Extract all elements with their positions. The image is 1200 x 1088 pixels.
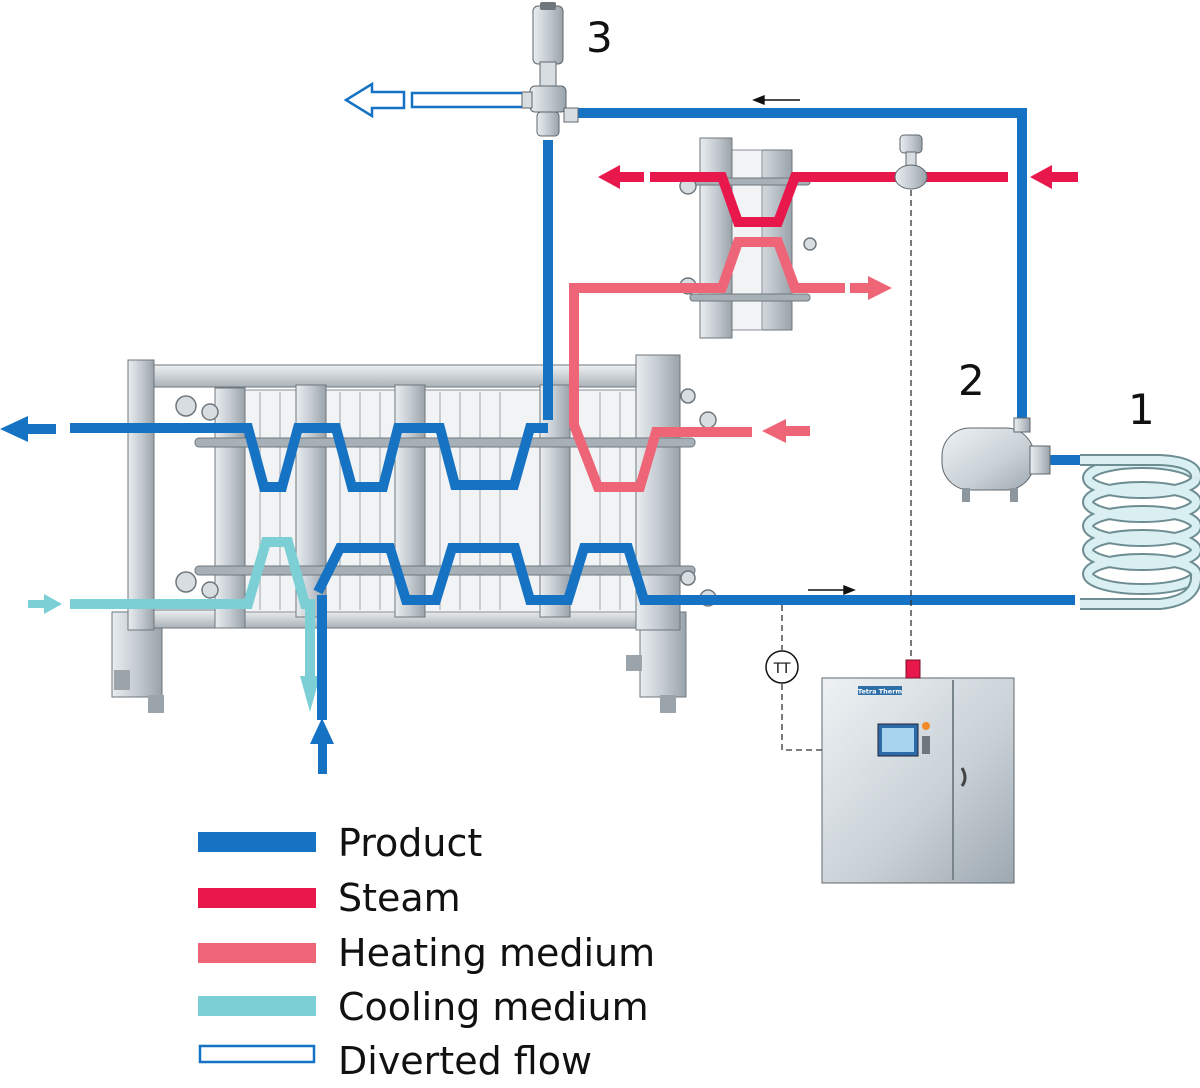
exchanger-front-plate bbox=[699, 137, 733, 339]
product-line-lower bbox=[313, 543, 1075, 605]
steam-line bbox=[650, 172, 896, 227]
pump-leg bbox=[1010, 488, 1018, 502]
valve-actuator bbox=[532, 5, 564, 65]
frame-foot bbox=[626, 655, 642, 671]
exchanger-tie-bar bbox=[689, 293, 811, 302]
heating-arrows bbox=[762, 276, 892, 443]
valve-port bbox=[521, 91, 533, 109]
divider-plate bbox=[539, 384, 571, 618]
legend-label-product: Product bbox=[338, 821, 482, 865]
hmi-screen-display bbox=[882, 728, 914, 752]
legend-item-product: Product bbox=[198, 821, 482, 865]
legend-label-diverted: Diverted flow bbox=[338, 1039, 592, 1083]
pump-motor bbox=[941, 427, 1035, 491]
frame-foot bbox=[114, 670, 130, 690]
diverted-flow-arrow bbox=[343, 81, 406, 119]
cabinet-body bbox=[821, 677, 1015, 884]
product-pump-outlet bbox=[570, 108, 1027, 420]
legend-item-diverted: Diverted flow bbox=[198, 1039, 592, 1083]
frame-bolts bbox=[175, 388, 717, 607]
valve-actuator-cap bbox=[540, 2, 556, 10]
cabinet-beacon bbox=[905, 659, 921, 679]
legend-swatch-steam bbox=[198, 888, 316, 908]
product-line-upper bbox=[70, 423, 548, 492]
main-plate-heat-exchanger bbox=[111, 354, 717, 713]
cabinet-brand-text: Tetra Therm bbox=[858, 688, 903, 696]
callout-1: 1 bbox=[1128, 385, 1155, 434]
cabinet-indicator-lamp bbox=[922, 722, 930, 730]
legend-label-steam: Steam bbox=[338, 876, 461, 920]
pump-head bbox=[1029, 445, 1051, 475]
legend-label-cooling: Cooling medium bbox=[338, 985, 649, 1029]
steam-out-arrow bbox=[598, 165, 620, 189]
cabinet-key-switch bbox=[922, 736, 930, 754]
diverted-flow-pipe bbox=[410, 91, 526, 109]
heating-pipes bbox=[569, 237, 845, 492]
product-pipes bbox=[70, 108, 1080, 720]
legend: Product Steam Heating medium Cooling med… bbox=[198, 821, 655, 1083]
legend-swatch-diverted bbox=[198, 1044, 316, 1064]
temperature-transmitter-label: TT bbox=[773, 661, 791, 677]
control-valve-top bbox=[899, 134, 923, 154]
legend-swatch-product bbox=[198, 832, 316, 852]
steam-control-valve bbox=[894, 134, 928, 190]
valve-body-lower bbox=[536, 111, 560, 137]
control-cabinet: Tetra Therm bbox=[821, 659, 1015, 884]
control-valve-stem bbox=[905, 151, 917, 167]
legend-label-heating: Heating medium bbox=[338, 931, 655, 975]
legend-item-heating: Heating medium bbox=[198, 931, 655, 975]
cooling-line bbox=[70, 537, 315, 680]
callout-3: 3 bbox=[586, 13, 613, 62]
legend-swatch-cooling bbox=[198, 996, 316, 1016]
pump-outlet-neck bbox=[1013, 417, 1031, 433]
diverted-flow bbox=[343, 81, 526, 119]
heating-in-arrow bbox=[762, 419, 786, 443]
legend-item-steam: Steam bbox=[198, 876, 461, 920]
legend-item-cooling: Cooling medium bbox=[198, 985, 649, 1029]
booster-pump bbox=[941, 417, 1051, 502]
frame-foot bbox=[148, 695, 164, 713]
cabinet-door-handle bbox=[960, 767, 967, 787]
cooling-arrows bbox=[28, 594, 320, 712]
steam-in-arrow bbox=[1030, 165, 1052, 189]
steam-pipes bbox=[650, 172, 1008, 227]
holding-tube-coil bbox=[1080, 454, 1200, 610]
cooling-in-arrow bbox=[44, 594, 62, 614]
cabinet-brand-plate bbox=[858, 686, 902, 695]
valve-port bbox=[563, 107, 579, 123]
control-valve-body bbox=[894, 164, 928, 190]
legend-swatch-heating bbox=[198, 943, 316, 963]
callout-2: 2 bbox=[958, 356, 985, 405]
valve-body bbox=[529, 85, 567, 113]
pump-leg bbox=[962, 488, 970, 502]
frame-post-left bbox=[127, 359, 155, 631]
cooling-out-arrow bbox=[300, 676, 320, 712]
temperature-transmitter bbox=[765, 650, 799, 684]
valve-yoke bbox=[539, 61, 557, 87]
product-out-arrow bbox=[0, 416, 28, 442]
signal-lines bbox=[781, 190, 912, 751]
exchanger-bolt bbox=[803, 237, 817, 251]
steam-arrows bbox=[598, 165, 1078, 189]
product-arrows bbox=[0, 416, 334, 774]
frame-top-bar bbox=[127, 364, 669, 388]
heating-out-arrow bbox=[868, 276, 892, 300]
heating-line bbox=[569, 237, 845, 492]
divert-valve bbox=[521, 2, 579, 137]
product-in-arrow bbox=[310, 718, 334, 744]
cooling-pipes bbox=[70, 537, 315, 680]
flow-direction-arrows bbox=[752, 94, 856, 596]
frame-foot bbox=[660, 695, 676, 713]
